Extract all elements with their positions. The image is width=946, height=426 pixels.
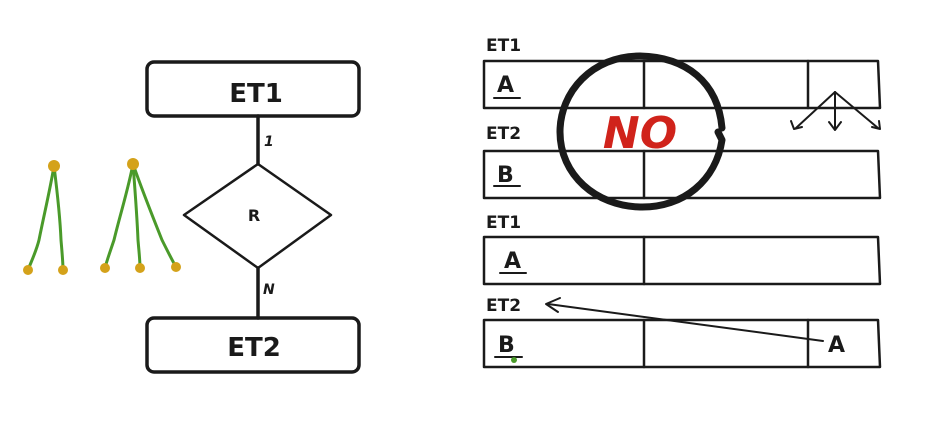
table-outline <box>482 235 882 286</box>
key-attribute: B <box>498 333 515 358</box>
multi-arrow-icon <box>790 91 881 131</box>
no-label: NO <box>603 108 677 159</box>
tree-root-node <box>48 160 60 172</box>
cardinality-one: 1 <box>264 134 274 150</box>
table-outline <box>482 149 882 200</box>
tree-leaf-node <box>135 263 145 273</box>
table-et1-wrong: ET1 A <box>482 36 882 110</box>
relationship-r-label: R <box>248 206 260 225</box>
foreign-key-arrow <box>545 297 824 342</box>
entity-et2-label: ET2 <box>227 333 281 363</box>
key-attribute: B <box>497 163 514 188</box>
entity-et1-box <box>145 60 361 118</box>
entity-et1-label: ET1 <box>229 79 283 109</box>
foreign-key-attribute: A <box>828 333 845 358</box>
tree-leaf-node <box>58 265 68 275</box>
table-name: ET1 <box>486 36 521 56</box>
table-et1: ET1 A <box>482 213 882 286</box>
green-dot <box>511 357 517 363</box>
tree-leaf-node <box>23 265 33 275</box>
table-outline <box>482 318 882 369</box>
table-name: ET1 <box>486 213 521 233</box>
er-diagram: ET1 1 R N ET2 <box>145 60 361 374</box>
tree-root-node <box>127 158 139 170</box>
table-name: ET2 <box>486 124 521 144</box>
table-et2: ET2 B A <box>482 296 882 369</box>
table-name: ET2 <box>486 296 521 316</box>
no-circle-stamp: NO <box>556 52 726 211</box>
tree-binary <box>23 160 68 275</box>
cardinality-n: N <box>263 282 275 298</box>
table-et2-wrong: ET2 B <box>482 124 882 200</box>
tree-ternary <box>100 158 181 273</box>
tree-leaf-node <box>100 263 110 273</box>
entity-et2-box <box>145 316 361 374</box>
table-outline <box>482 59 882 110</box>
key-attribute: A <box>504 249 521 274</box>
tree-leaf-node <box>171 262 181 272</box>
key-attribute: A <box>497 73 514 98</box>
